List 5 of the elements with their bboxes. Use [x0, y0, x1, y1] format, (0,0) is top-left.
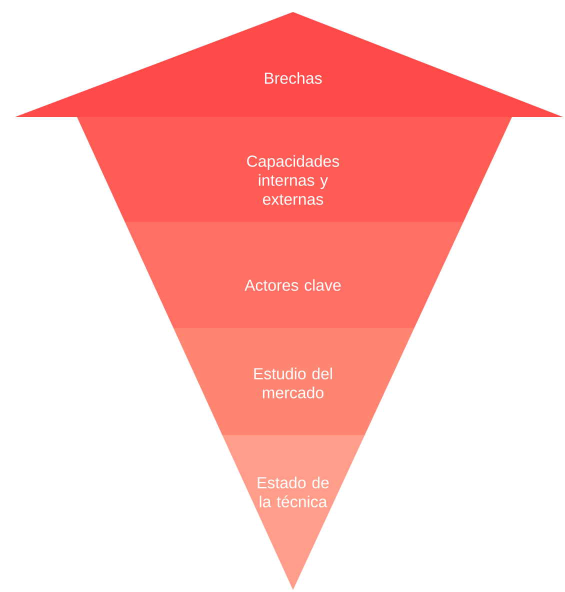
- funnel-band: Brechas: [15, 12, 563, 117]
- funnel-band: Capacidades internas y externas: [77, 117, 512, 222]
- funnel-band: Estado de la técnica: [222, 435, 365, 590]
- funnel-band: Actores clave: [124, 222, 464, 328]
- funnel-band: Estudio del mercado: [173, 328, 414, 435]
